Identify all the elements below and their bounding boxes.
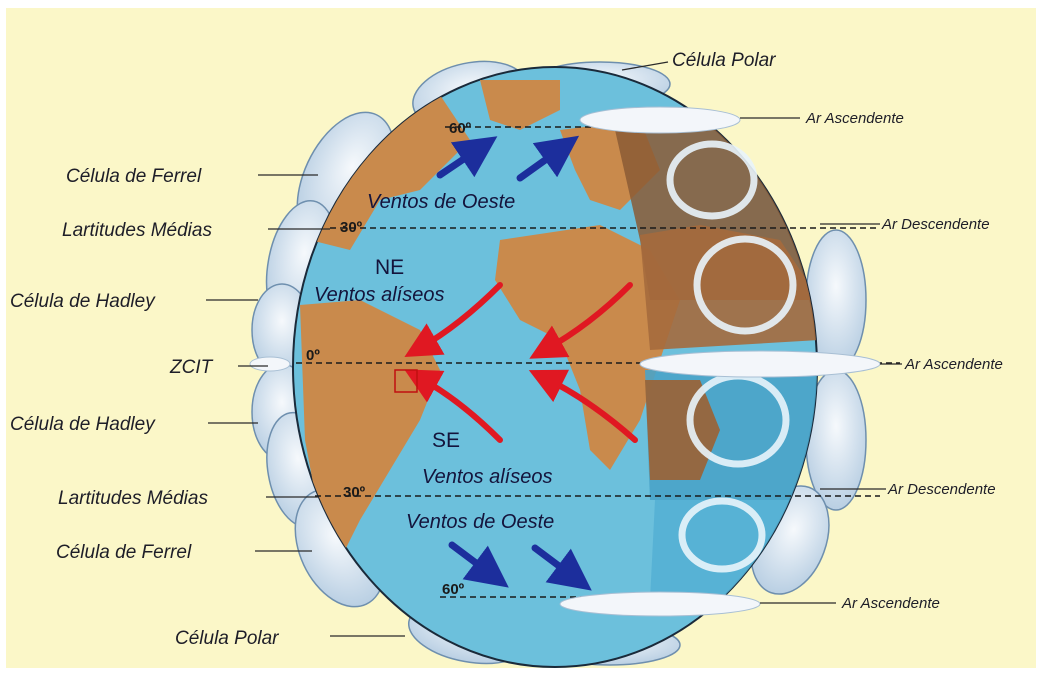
label-rising-air-equator: Ar Ascendente — [904, 356, 1003, 373]
lat-60n-label: 60º — [449, 120, 472, 137]
label-hadley-north: Célula de Hadley — [10, 291, 156, 312]
lat-equator-label: 0º — [306, 347, 320, 364]
label-polar-north: Célula Polar — [672, 50, 776, 71]
label-mid-latitudes-south: Lartitudes Médias — [58, 488, 208, 509]
ne-label: NE — [375, 256, 404, 279]
label-hadley-south: Célula de Hadley — [10, 414, 156, 435]
label-itcz: ZCIT — [169, 357, 214, 378]
trades-south-label: Ventos alíseos — [422, 466, 552, 488]
label-mid-latitudes-north: Lartitudes Médias — [62, 220, 212, 241]
label-sinking-air-30s: Ar Descendente — [887, 481, 996, 498]
label-rising-air-60n: Ar Ascendente — [805, 110, 904, 127]
label-polar-south: Célula Polar — [175, 628, 279, 649]
westerlies-north-label: Ventos de Oeste — [367, 191, 515, 213]
lat-30s-label: 30º — [343, 484, 366, 501]
westerlies-south-label: Ventos de Oeste — [406, 511, 554, 533]
lat-60s-label: 60º — [442, 581, 465, 598]
trades-north-label: Ventos alíseos — [314, 284, 444, 306]
label-ferrel-south: Célula de Ferrel — [56, 542, 192, 563]
lat-30n-label: 30º — [340, 219, 363, 236]
se-label: SE — [432, 429, 460, 452]
label-rising-air-60s: Ar Ascendente — [841, 595, 940, 612]
label-sinking-air-30n: Ar Descendente — [881, 216, 990, 233]
label-ferrel-north: Célula de Ferrel — [66, 166, 202, 187]
